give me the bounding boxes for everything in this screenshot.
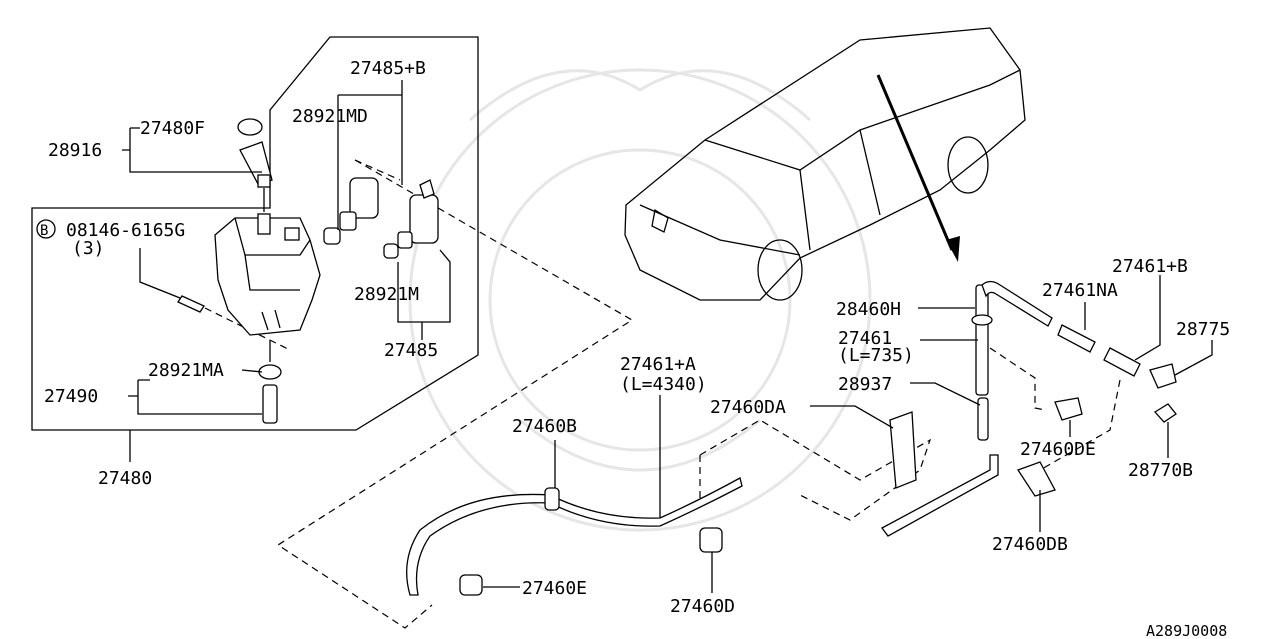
leader-27490 [128,379,262,415]
clip-27460E [459,574,483,596]
label-27485: 27485 [384,340,438,361]
label-27460DA: 27460DA [710,397,786,418]
hose-bend [981,280,1053,327]
grommet [258,364,282,380]
front-washer-pump [323,177,379,245]
label-27461A: 27461+A [620,354,696,375]
clip-27460DA [889,411,917,489]
label-28916: 28916 [48,140,102,161]
label-28921MA: 28921MA [148,360,224,381]
diagram-code: A289J0008 [1146,622,1227,639]
rear-hose [881,454,999,537]
filler-neck [239,141,273,235]
leader-27460DA [810,405,894,429]
nozzle-base-28770B [1153,403,1177,423]
label-28460H: 28460H [836,299,901,320]
check-valve-27461NA [1057,324,1096,353]
label-27461: 27461 [838,328,892,349]
leader-27485 [397,249,451,340]
label-27461B: 27461+B [1112,256,1188,277]
grommet-28460H [971,314,993,326]
assembly-boundary [276,159,634,629]
leader-28921MA [241,369,263,373]
label-27460D: 27460D [670,596,735,617]
leader-bolt [139,248,181,299]
clip-27460D [699,527,723,553]
label-27460E: 27460E [522,578,587,599]
label-27480F: 27480F [140,118,205,139]
hose-27461B [1103,347,1141,377]
clip-27460DB [1017,461,1056,497]
routing-dash-guide [699,419,932,521]
washer-tank [214,217,321,336]
nozzle-28775 [1149,363,1177,389]
leader-28916 [122,127,262,173]
label-bolt: 08146-6165G [66,220,185,241]
main-hose-27461A [406,477,743,596]
label-27461-length: (L=735) [838,345,914,366]
label-28921MD: 28921MD [292,106,368,127]
reservoir-group-frame [31,36,479,431]
pump-dash-guide [204,159,401,351]
hose-joint [544,487,560,511]
bolt-marker-circle [36,219,56,239]
label-bolt-qty: (3) [72,238,105,259]
label-27461NA: 27461NA [1042,280,1118,301]
leader-27485B [337,80,403,230]
leader-27461B [1134,275,1161,361]
rear-dash-guide [989,347,1121,471]
label-27460DE: 27460DE [1020,439,1096,460]
label-bolt-marker: B [40,223,48,239]
label-28921M: 28921M [354,284,419,305]
leader-28775 [1174,340,1213,376]
label-27485B: 27485+B [350,58,426,79]
label-28770B: 28770B [1128,460,1193,481]
connector-28937 [977,397,989,441]
label-28937: 28937 [838,374,892,395]
location-arrow-head [946,236,960,262]
car-outline [624,27,1026,301]
watermark-emblem [408,68,872,532]
mounting-bolt [177,295,205,313]
label-28775: 28775 [1176,319,1230,340]
rear-washer-pump [383,179,439,259]
filler-cap [237,118,263,136]
label-27461A-length: (L=4340) [620,374,707,395]
label-27460DB: 27460DB [992,534,1068,555]
inlet-hose [262,384,278,424]
clip-27460DE [1054,397,1083,421]
label-27490: 27490 [44,386,98,407]
leader-28937 [910,382,981,406]
label-27460B: 27460B [512,416,577,437]
label-27480: 27480 [98,468,152,489]
location-arrow [876,74,954,251]
